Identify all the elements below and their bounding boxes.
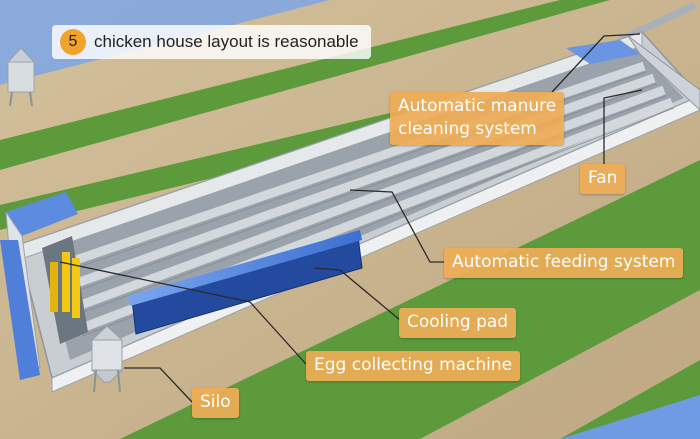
cooling-pad-roof (128, 230, 362, 306)
leader-silo (124, 367, 193, 403)
grass-strip-top (0, 0, 610, 170)
step-number-badge: 5 (60, 29, 86, 55)
label-fan: Fan (580, 164, 626, 194)
silo-bottom (90, 325, 124, 393)
step-title-text: chicken house layout is reasonable (94, 32, 359, 51)
label-feeding: Automatic feeding system (444, 248, 684, 278)
leader-lines (59, 33, 643, 403)
end-room-roof (6, 192, 78, 236)
leader-cooling (313, 267, 401, 321)
leader-egg (59, 261, 307, 365)
fan-end-roof (566, 40, 640, 64)
label-manure-line1: Automatic manure (398, 96, 557, 116)
end-room-roof-strip (0, 240, 40, 380)
label-manure-cleaning: Automatic manure cleaning system (390, 92, 565, 145)
wall-front (51, 95, 700, 393)
grass-strip-lower (120, 160, 700, 439)
egg-collector-structure (42, 236, 88, 344)
label-manure-line2: cleaning system (398, 119, 537, 139)
label-silo: Silo (192, 388, 239, 418)
leader-fan (603, 89, 643, 164)
fan-end-wall (627, 35, 700, 111)
leader-manure (551, 33, 641, 93)
step-title: 5 chicken house layout is reasonable (52, 25, 371, 59)
label-cooling-pad: Cooling pad (399, 308, 517, 338)
leader-feeding (349, 189, 444, 263)
neighbor-roof-bottom (560, 395, 700, 439)
label-egg-collecting: Egg collecting machine (306, 351, 521, 381)
silo-top-left (6, 47, 36, 107)
